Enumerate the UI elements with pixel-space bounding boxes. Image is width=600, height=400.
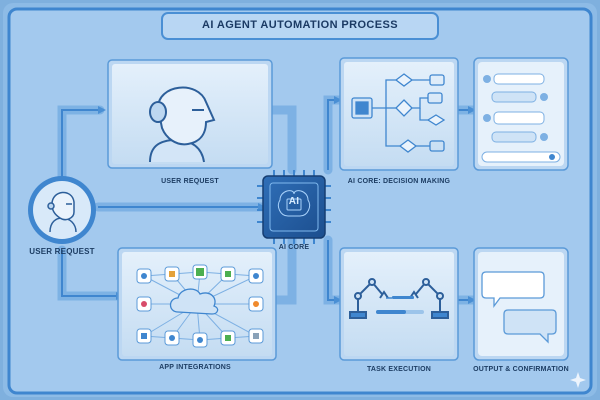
user-request-left-label: USER REQUEST [29, 247, 95, 256]
user-request-top-label: USER REQUEST [161, 178, 219, 185]
chip-text: AI [288, 196, 300, 207]
flowchart-icon [351, 73, 446, 153]
app-integrations-label: APP INTEGRATIONS [159, 364, 231, 371]
robot-arm-icon [349, 278, 389, 319]
output-panel [473, 247, 569, 361]
app-icons [136, 264, 264, 348]
title-banner [161, 12, 439, 40]
decision-panel [339, 57, 459, 171]
connector-arrows [61, 96, 476, 304]
ai-core-chip [257, 170, 331, 244]
user-request-left-node [28, 176, 96, 244]
cloud-icon [169, 288, 219, 315]
robot-head-icon [47, 191, 77, 233]
ai-core-label: AI CORE [278, 244, 310, 251]
decision-label: AI CORE: DECISION MAKING [347, 178, 451, 185]
output-label: OUTPUT & CONFIRMATION [473, 366, 569, 373]
task-execution-panel [339, 247, 459, 361]
brain-icon [277, 190, 311, 217]
progress-bar [376, 296, 424, 314]
chat-panel [473, 57, 569, 171]
chat-icon [481, 73, 561, 163]
robot-arm-icon [409, 278, 449, 319]
page-title: AI AGENT AUTOMATION PROCESS [202, 19, 398, 31]
app-integrations-panel [117, 247, 277, 361]
task-execution-label: TASK EXECUTION [366, 366, 432, 373]
speech-bubble-icon [481, 271, 557, 344]
robot-head-icon [149, 86, 216, 163]
sparkle-icon [570, 372, 586, 388]
user-request-panel [107, 59, 273, 169]
